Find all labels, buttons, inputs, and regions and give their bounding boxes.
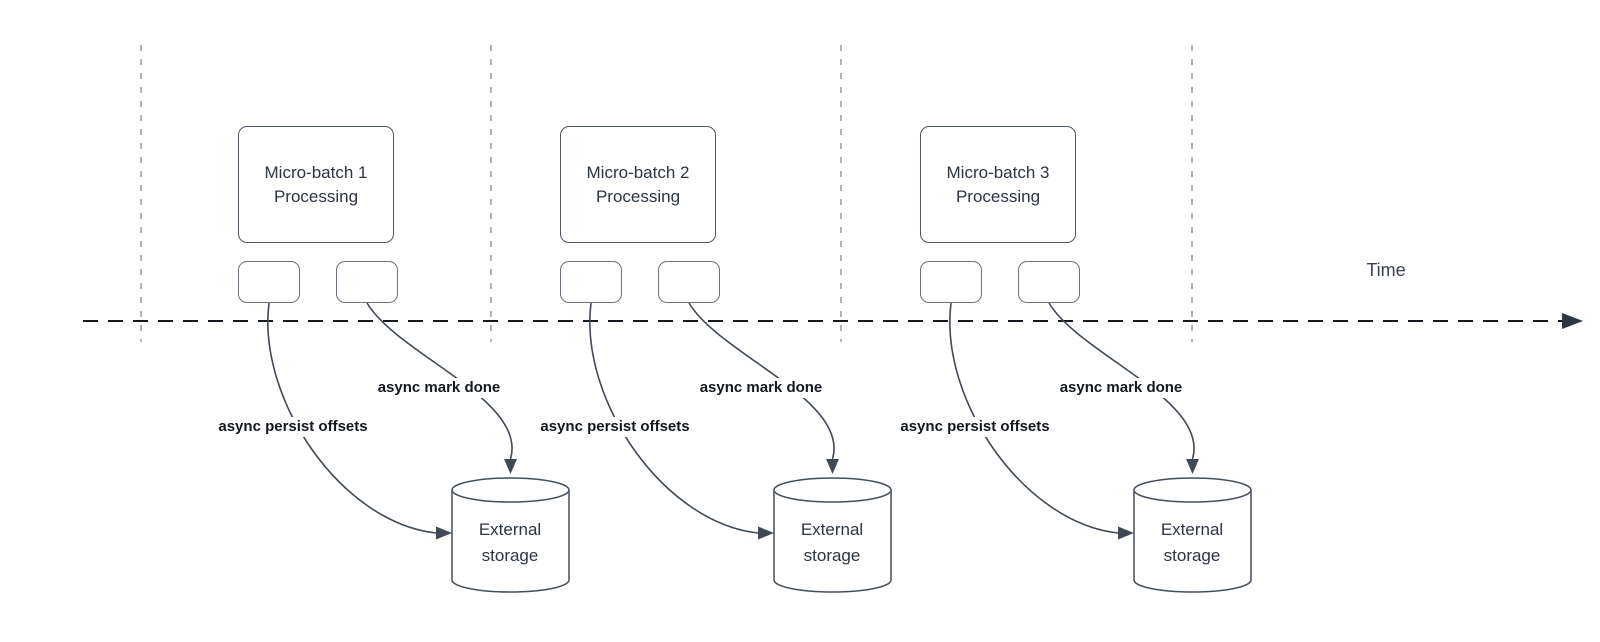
time-axis-label: Time bbox=[1366, 260, 1406, 280]
persist-offsets-label-3: async persist offsets bbox=[883, 417, 1067, 437]
micro-batch-2-processing-box: Micro-batch 2 Processing bbox=[560, 126, 716, 243]
mark-done-label-3: async mark done bbox=[1044, 378, 1198, 398]
box-title: Micro-batch 1 bbox=[264, 162, 368, 182]
cylinder-body bbox=[451, 490, 570, 593]
mark-done-arrowhead-icon-3 bbox=[1186, 459, 1199, 474]
cylinder-body bbox=[773, 490, 892, 593]
box-subtitle: Processing bbox=[955, 186, 1041, 206]
box-subtitle: Processing bbox=[595, 186, 681, 206]
mark-done-task-box-3 bbox=[1018, 261, 1080, 303]
persist-task-box-2 bbox=[560, 261, 622, 303]
box-subtitle: Processing bbox=[273, 186, 359, 206]
persist-offsets-label-1: async persist offsets bbox=[201, 417, 385, 437]
external-storage-label-2: External storage bbox=[800, 520, 864, 565]
mark-done-label-2: async mark done bbox=[684, 378, 838, 398]
persist-offsets-arrow-3 bbox=[949, 302, 1119, 534]
persist-task-box-1 bbox=[238, 261, 300, 303]
mark-done-task-box-2 bbox=[658, 261, 720, 303]
mark-done-task-box-1 bbox=[336, 261, 398, 303]
cylinder-body bbox=[1133, 490, 1252, 593]
box-title: Micro-batch 3 bbox=[946, 162, 1050, 182]
external-storage-label-3: External storage bbox=[1160, 520, 1224, 565]
persist-offsets-arrowhead-icon-3 bbox=[1118, 526, 1134, 540]
mark-done-label-1: async mark done bbox=[362, 378, 516, 398]
micro-batch-1-processing-box: Micro-batch 1 Processing bbox=[238, 126, 394, 243]
storage-cylinder-1 bbox=[451, 477, 570, 593]
mark-done-arrowhead-icon-1 bbox=[504, 459, 517, 474]
cylinder-top bbox=[1133, 477, 1252, 503]
storage-cylinder-3 bbox=[1133, 477, 1252, 593]
external-storage-label-1: External storage bbox=[478, 520, 542, 565]
time-axis-arrowhead-icon bbox=[1562, 313, 1583, 329]
cylinder-top bbox=[773, 477, 892, 503]
persist-offsets-arrowhead-icon-1 bbox=[436, 526, 452, 540]
persist-task-box-3 bbox=[920, 261, 982, 303]
persist-offsets-label-2: async persist offsets bbox=[523, 417, 707, 437]
cylinder-top bbox=[451, 477, 570, 503]
persist-offsets-arrow-1 bbox=[267, 302, 437, 534]
persist-offsets-arrow-2 bbox=[589, 302, 759, 534]
box-title: Micro-batch 2 bbox=[586, 162, 690, 182]
micro-batch-3-processing-box: Micro-batch 3 Processing bbox=[920, 126, 1076, 243]
storage-cylinder-2 bbox=[773, 477, 892, 593]
mark-done-arrowhead-icon-2 bbox=[826, 459, 839, 474]
persist-offsets-arrowhead-icon-2 bbox=[758, 526, 774, 540]
